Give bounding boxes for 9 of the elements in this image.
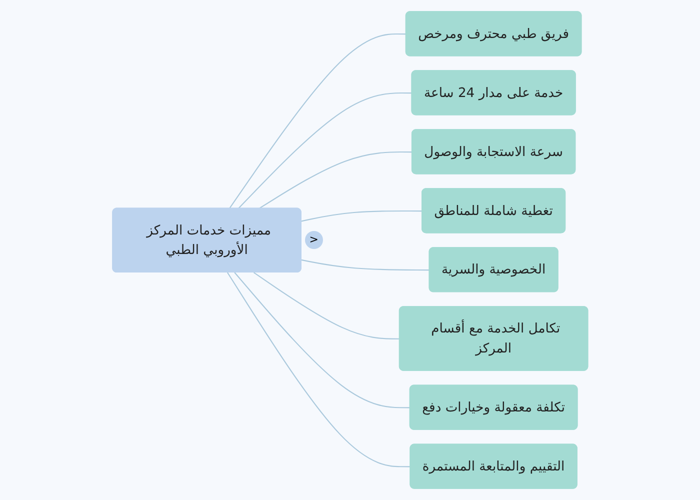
collapse-toggle: > <box>304 231 323 250</box>
connector <box>301 210 422 222</box>
connector <box>301 259 430 271</box>
connector <box>234 272 410 408</box>
connector <box>238 92 412 209</box>
connector <box>228 34 406 209</box>
connector <box>258 151 412 210</box>
connector <box>253 272 400 340</box>
connector <box>226 272 410 468</box>
